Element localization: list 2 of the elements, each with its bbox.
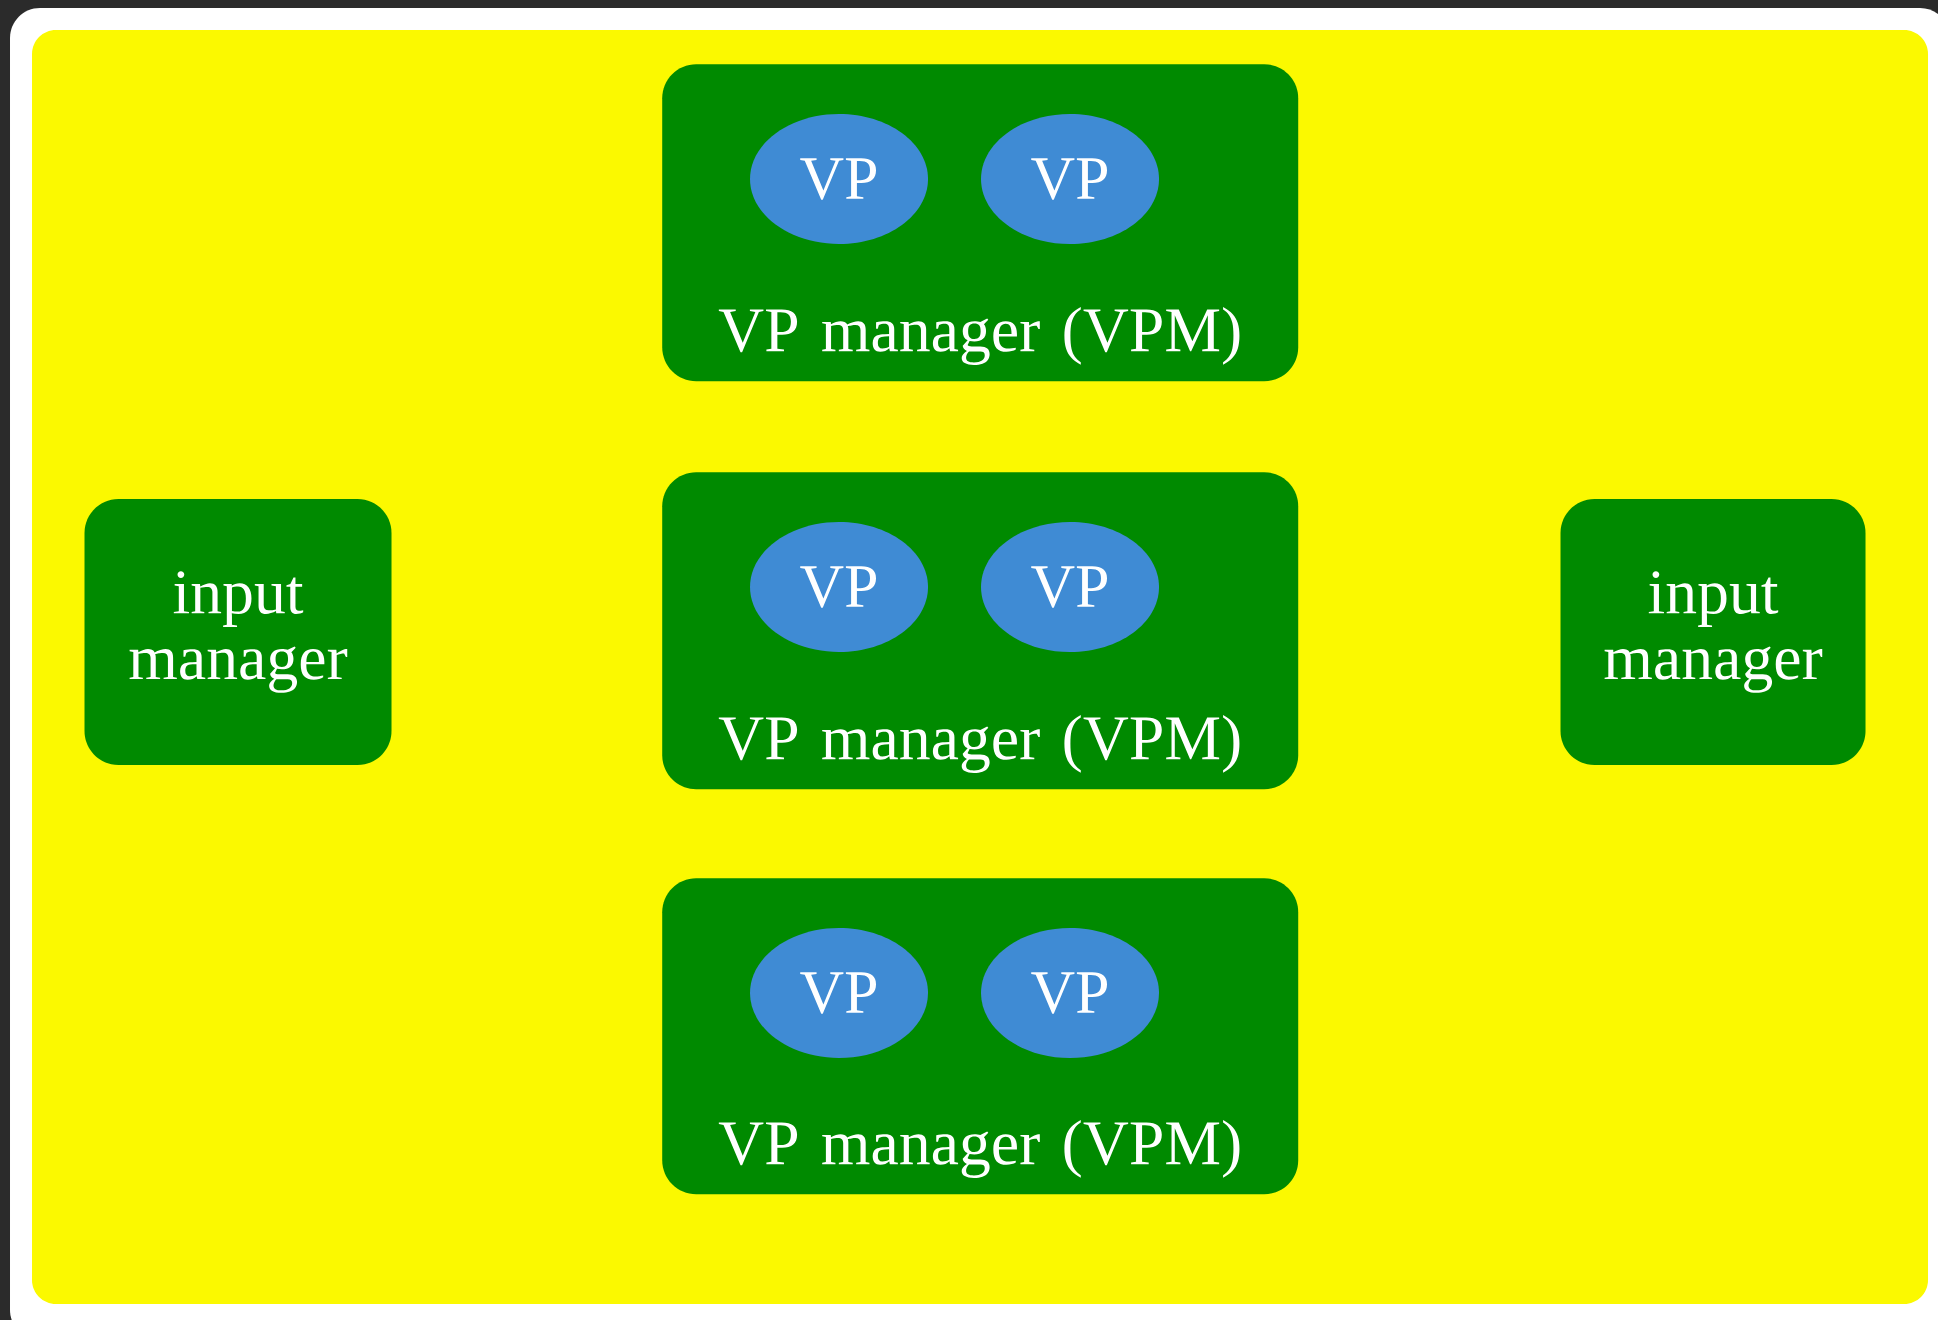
input-manager-box: input manager (1560, 499, 1866, 765)
input-manager-box: input manager (84, 499, 392, 765)
